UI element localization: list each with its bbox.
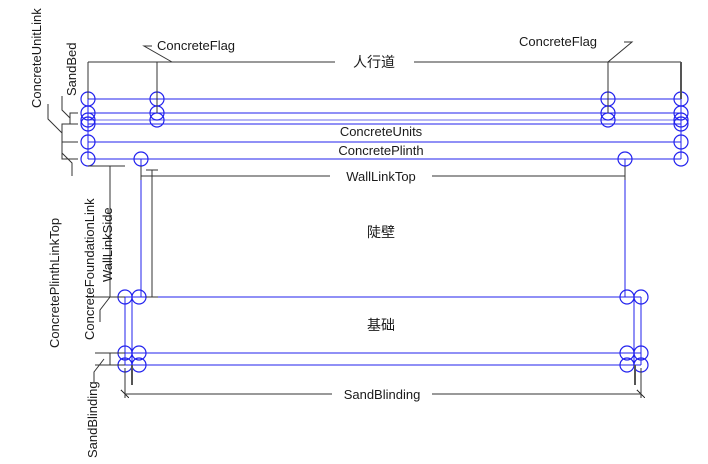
sandbed-leader (61, 96, 71, 119)
label-concrete-plinth-link-top: ConcretePlinthLinkTop (47, 218, 62, 348)
label-concrete-foundation-link: ConcreteFoundationLink (82, 198, 97, 340)
label-concrete-flag-right: ConcreteFlag (519, 34, 597, 49)
label-concrete-flag-left: ConcreteFlag (157, 38, 235, 53)
concreteplinthlinktop-leader (61, 152, 73, 176)
label-sand-bed: SandBed (64, 43, 79, 97)
annotation-layer (47, 41, 682, 399)
label-wall-link-side: WallLinkSide (100, 207, 115, 282)
node-units-left (80, 134, 96, 150)
concreteflag-leader-right (607, 41, 634, 63)
node-markers-layer (80, 91, 689, 373)
label-wall-link-top: WallLinkTop (346, 169, 416, 184)
node-foundation-base-right-inner (619, 345, 635, 361)
concreteplinthlinktop-bracket (61, 141, 78, 160)
node-flag-bottom-right (673, 105, 689, 121)
node-foundation-base-left-inner (131, 345, 147, 361)
concreteunitlink-bracket (61, 123, 78, 143)
label-sand-blinding-vertical: SandBlinding (85, 381, 100, 458)
concreteflag-leader-left (142, 45, 173, 63)
node-sandbed-top-left (80, 112, 96, 128)
label-sand-blinding-bottom: SandBlinding (344, 387, 421, 402)
sandblinding-bottom-arrow-left (120, 389, 130, 399)
node-foundation-top-right (633, 289, 649, 305)
node-sandbed-bottom-right (673, 116, 689, 132)
node-units-right (673, 134, 689, 150)
label-layer: ConcreteUnitLink SandBed ConcretePlinthL… (29, 8, 597, 458)
node-sandbed-top-right (673, 112, 689, 128)
node-plinth-right (673, 151, 689, 167)
node-sandbed-bottom-left (80, 116, 96, 132)
geometry-layer (87, 98, 682, 366)
label-wall: 陡壁 (367, 225, 395, 241)
sandblinding-bottom-arrow-right (636, 389, 646, 399)
label-concrete-plinth: ConcretePlinth (338, 143, 423, 158)
label-concrete-units: ConcreteUnits (340, 124, 423, 139)
label-concrete-unit-link: ConcreteUnitLink (29, 8, 44, 108)
label-footway: 人行道 (353, 55, 395, 71)
node-flag-bottom-left (80, 105, 96, 121)
concretefoundationlink-leader (99, 296, 111, 322)
label-foundation: 基础 (367, 317, 395, 334)
concreteunitlink-leader (47, 104, 63, 134)
sandbed-bracket (69, 112, 78, 125)
sandblinding-leader (93, 358, 105, 382)
